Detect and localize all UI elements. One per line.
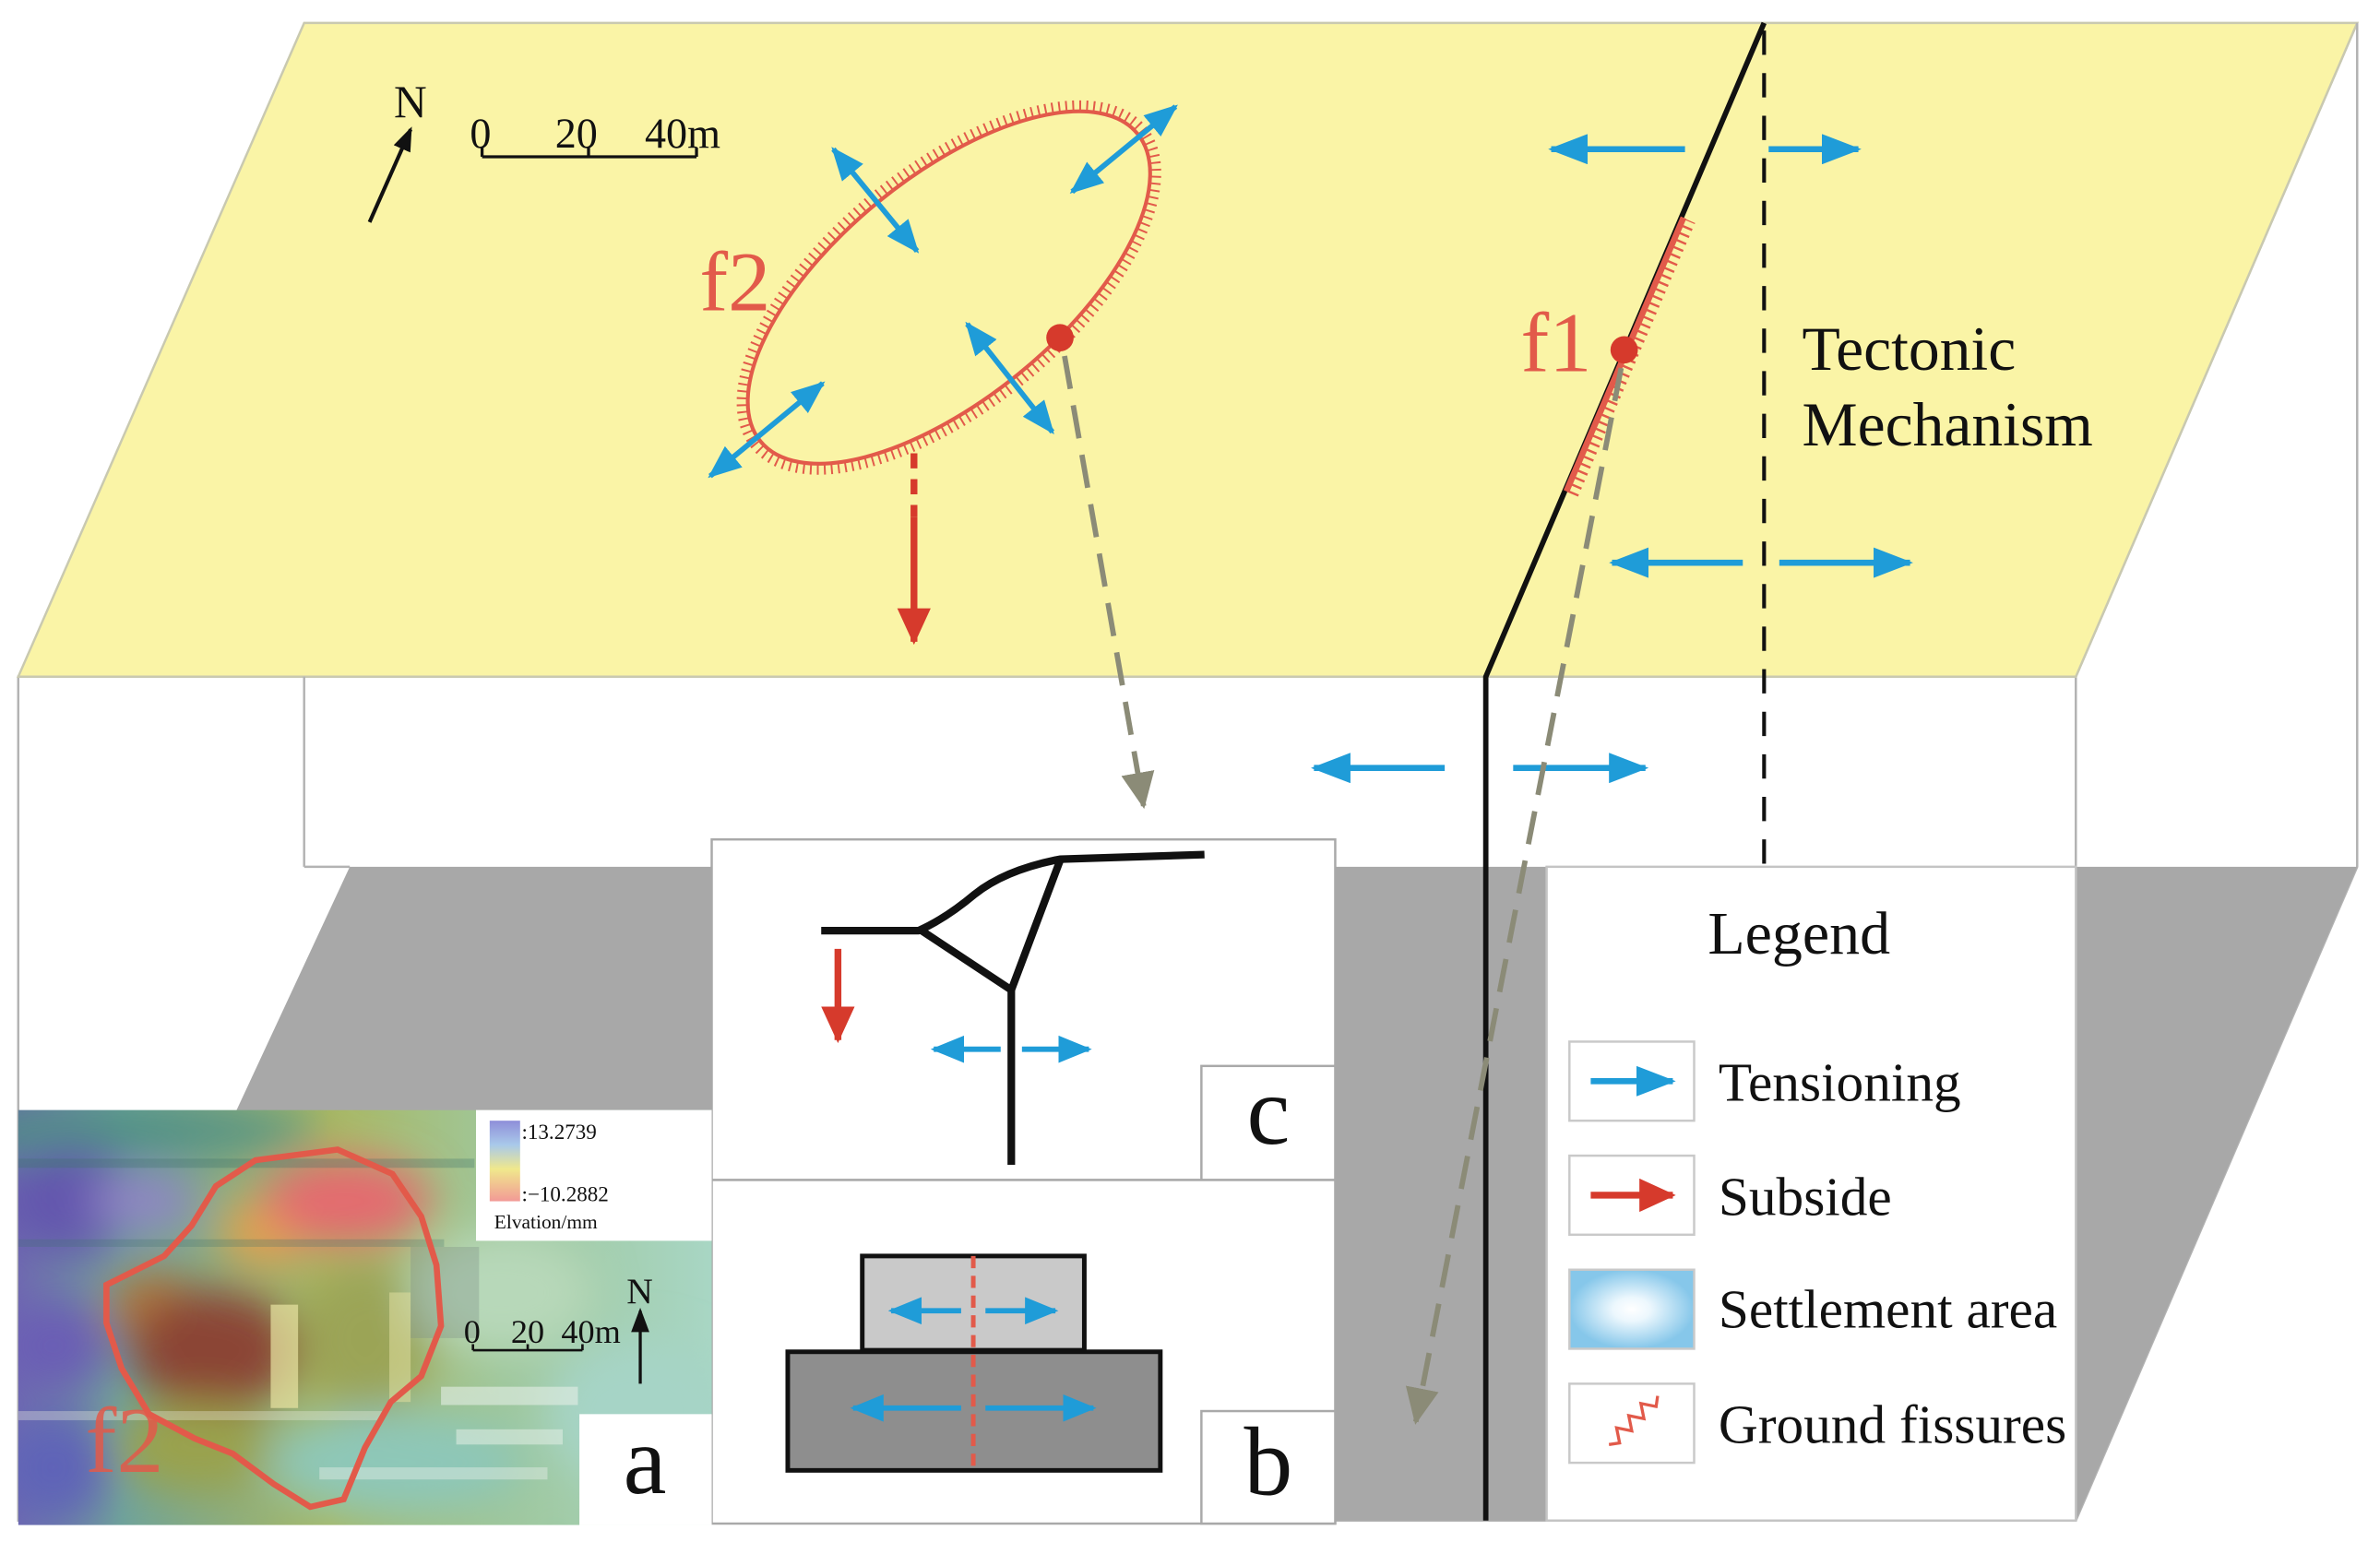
tension-arrow-icon xyxy=(965,321,1055,434)
tension-arrows-fault xyxy=(1311,134,1913,784)
scale-label: 20 xyxy=(511,1313,544,1350)
legend: Legend Tensioning Subside Settlement are… xyxy=(1545,865,2077,1522)
mechanism-title: Tectonic Mechanism xyxy=(1803,314,2093,459)
legend-item-settlement-area: Settlement area xyxy=(1568,1268,2057,1350)
colorbar-ramp xyxy=(489,1121,520,1202)
scale-label: 0 xyxy=(464,1313,481,1350)
fissure-branch-trace xyxy=(821,850,1205,935)
fissure-f1-point xyxy=(1610,336,1638,364)
inset-a-fissure-label: f2 xyxy=(85,1389,163,1493)
inset-a-scale-bar: 0 20 40m xyxy=(464,1313,621,1352)
fissure-f2-point xyxy=(1046,324,1074,351)
scale-label: 40m xyxy=(561,1313,620,1350)
f1-projection-arrow xyxy=(1405,367,1624,1425)
colorbar-min-label: :−10.2882 xyxy=(521,1182,608,1206)
colorbar-title: Elvation/mm xyxy=(494,1211,598,1233)
legend-item-label: Ground fissures xyxy=(1719,1394,2066,1455)
inset-a: f2 :13.2739 :−10.2882 Elvation/mm 0 20 4… xyxy=(18,1109,712,1525)
inset-c-label: c xyxy=(1246,1057,1290,1165)
inset-a-label-box xyxy=(579,1414,712,1525)
inset-b: b xyxy=(710,1179,1337,1525)
lower-stratum xyxy=(785,1349,1163,1473)
inset-a-north-arrow: N xyxy=(626,1271,653,1384)
inset-c: c xyxy=(710,837,1337,1181)
fissure-f1-label: f1 xyxy=(1521,295,1592,389)
legend-item-label: Tensioning xyxy=(1719,1052,1961,1113)
settlement-area-swatch-icon xyxy=(1568,1268,1696,1350)
legend-item-subside: Subside xyxy=(1568,1154,1892,1237)
legend-title: Legend xyxy=(1708,900,1890,967)
north-arrow: N xyxy=(367,77,427,223)
scale-label: 40m xyxy=(645,110,720,157)
north-label: N xyxy=(626,1271,653,1311)
fissure-f2-label: f2 xyxy=(699,234,770,328)
mechanism-title-line: Tectonic xyxy=(1803,314,2017,384)
north-label: N xyxy=(394,77,427,127)
fissure-f2-outline xyxy=(103,1146,445,1511)
scale-label: 20 xyxy=(555,110,598,157)
tension-arrow-icon xyxy=(831,147,920,254)
legend-item-tensioning: Tensioning xyxy=(1568,1040,1961,1122)
f2-projection-arrow xyxy=(1062,355,1155,810)
ground-fissure-icon xyxy=(1608,1395,1660,1446)
inset-a-label: a xyxy=(624,1406,667,1514)
tension-arrow-icon xyxy=(1069,104,1178,195)
mechanism-title-line: Mechanism xyxy=(1803,390,2093,459)
elevation-colorbar: :13.2739 :−10.2882 Elvation/mm xyxy=(476,1109,712,1241)
legend-item-label: Subside xyxy=(1719,1166,1892,1227)
tension-arrow-icon xyxy=(708,381,826,479)
scale-label: 0 xyxy=(470,110,491,157)
inset-b-label: b xyxy=(1244,1408,1293,1516)
scale-bar: 0 20 40m xyxy=(470,110,720,159)
colorbar-max-label: :13.2739 xyxy=(521,1120,596,1144)
legend-item-label: Settlement area xyxy=(1719,1278,2057,1339)
legend-item-ground-fissures: Ground fissures xyxy=(1568,1382,2066,1465)
fissure-f1: f1 xyxy=(1521,216,1696,497)
ground-surface xyxy=(16,21,2360,679)
inset-b-label-box xyxy=(1200,1409,1337,1525)
north-arrow-icon xyxy=(367,126,412,223)
